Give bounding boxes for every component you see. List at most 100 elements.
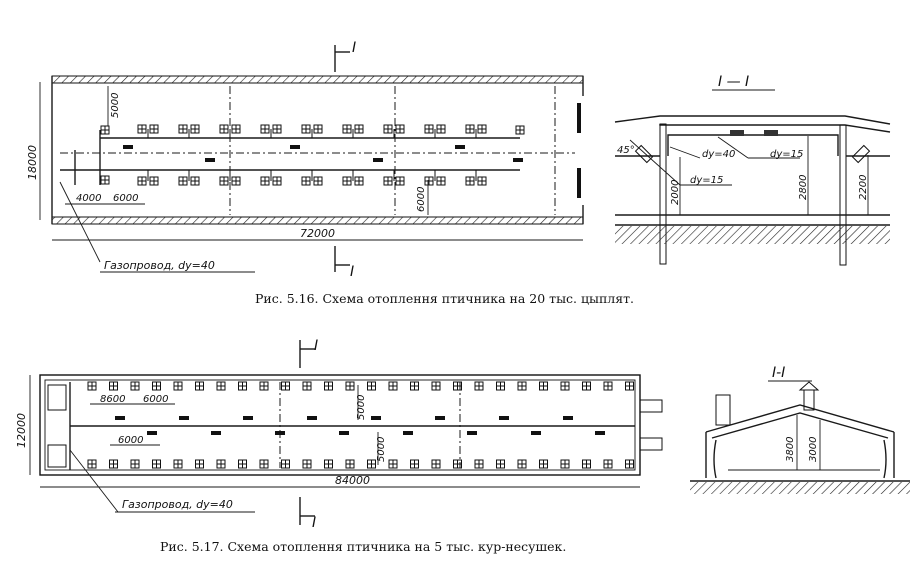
- heater-symbol: [388, 459, 398, 469]
- heater-symbol: [301, 124, 311, 134]
- heater-symbol: [137, 176, 147, 186]
- leader-line: [69, 449, 119, 513]
- heater-symbol: [178, 124, 188, 134]
- heater-symbol: [130, 381, 140, 391]
- gas-valve: [115, 416, 125, 420]
- roof: [614, 115, 891, 125]
- ground: [615, 226, 890, 244]
- fig1-plan: I I 18000 72000 5000 4000 6000 6000 Газо…: [26, 40, 584, 280]
- heater-symbol: [453, 459, 462, 469]
- heater: [634, 144, 654, 164]
- heater-symbol: [496, 459, 505, 469]
- dimension-6000-vertical: 6000: [416, 187, 427, 212]
- heater-symbol: [383, 124, 393, 134]
- column: [839, 124, 847, 266]
- heater-symbol: [281, 459, 290, 469]
- heater-symbol: [453, 381, 462, 391]
- heater-symbol: [436, 124, 446, 134]
- gas-valve: [513, 158, 523, 162]
- gas-pipe-label: Газопровод, dy=40: [104, 259, 215, 272]
- heater-symbol: [178, 176, 188, 186]
- gas-valve: [243, 416, 253, 420]
- heater-symbol: [367, 381, 376, 391]
- gas-valve: [179, 416, 189, 420]
- dimension-12000: 12000: [15, 413, 28, 448]
- gas-valve: [123, 145, 133, 149]
- section-mark: I: [350, 264, 354, 280]
- heater-symbol: [367, 459, 376, 469]
- heater-symbol: [173, 459, 183, 469]
- heater-symbol: [465, 124, 475, 134]
- heater-symbol: [388, 381, 398, 391]
- heater-symbol: [231, 124, 241, 134]
- height-2200: 2200: [858, 175, 869, 200]
- bottom-wall: [51, 216, 584, 225]
- heater-symbol: [190, 176, 200, 186]
- heater-symbol: [517, 459, 527, 469]
- heater-symbol: [424, 176, 434, 186]
- heater-symbol: [625, 459, 634, 469]
- gas-valve: [275, 431, 285, 435]
- heater-symbol: [281, 381, 290, 391]
- section-mark: I: [352, 40, 356, 56]
- heater-symbol: [109, 381, 118, 391]
- height-2000: 2000: [670, 180, 681, 205]
- heater-symbol: [496, 381, 505, 391]
- heater-symbol: [313, 124, 323, 134]
- dimension-6000: 6000: [113, 193, 138, 204]
- heater-symbol: [582, 381, 591, 391]
- figure-caption-5-17: Рис. 5.17. Схема отоплення птичника на 5…: [160, 539, 567, 554]
- height-3000: 3000: [808, 437, 819, 462]
- heater-symbol: [395, 176, 405, 186]
- gas-valve: [373, 158, 383, 162]
- section-mark: I: [314, 338, 318, 354]
- heater-symbol: [301, 176, 311, 186]
- gas-valve: [147, 431, 157, 435]
- heater-symbol: [395, 124, 405, 134]
- heater-symbol: [424, 124, 434, 134]
- heater-symbol: [87, 459, 97, 469]
- heater-symbol: [302, 459, 312, 469]
- heater-symbol: [431, 381, 441, 391]
- heater-symbol: [625, 381, 634, 391]
- gas-pipe-label: Газопровод, dy=40: [122, 498, 233, 511]
- heater-symbol: [539, 459, 548, 469]
- dimension-72000: 72000: [300, 227, 335, 240]
- roof: [705, 404, 895, 433]
- heater-symbol: [272, 176, 282, 186]
- heater-symbol: [342, 176, 352, 186]
- section-title: I — I: [718, 74, 749, 90]
- heater-symbol: [410, 381, 419, 391]
- door: [577, 168, 581, 198]
- pipe-label-15: dy=15: [770, 149, 803, 160]
- heater-symbol: [560, 381, 570, 391]
- heater-symbol: [603, 459, 613, 469]
- heater-symbol: [465, 176, 475, 186]
- heater-symbol: [517, 381, 527, 391]
- heater-symbol: [539, 381, 548, 391]
- heater-symbol: [354, 176, 364, 186]
- heater-symbol: [152, 459, 161, 469]
- heater-symbol: [100, 125, 110, 135]
- heater-symbol: [259, 459, 269, 469]
- door: [577, 103, 581, 133]
- heater-symbol: [436, 176, 446, 186]
- gas-valve: [339, 431, 349, 435]
- chimney: [715, 394, 731, 426]
- dimension-18000: 18000: [26, 145, 39, 180]
- top-wall: [51, 75, 584, 84]
- heater-symbol: [231, 176, 241, 186]
- heater-symbol: [100, 175, 110, 185]
- heater-symbol: [238, 459, 247, 469]
- dimension-6000: 6000: [118, 435, 143, 446]
- heater-symbol: [260, 124, 270, 134]
- heater-symbol: [195, 459, 204, 469]
- heater-symbol: [109, 459, 118, 469]
- heater-symbol: [195, 381, 204, 391]
- heater-symbol: [324, 381, 333, 391]
- column: [659, 123, 667, 265]
- heater-symbol: [603, 381, 613, 391]
- building-outline: [39, 374, 641, 476]
- heater-symbol: [324, 459, 333, 469]
